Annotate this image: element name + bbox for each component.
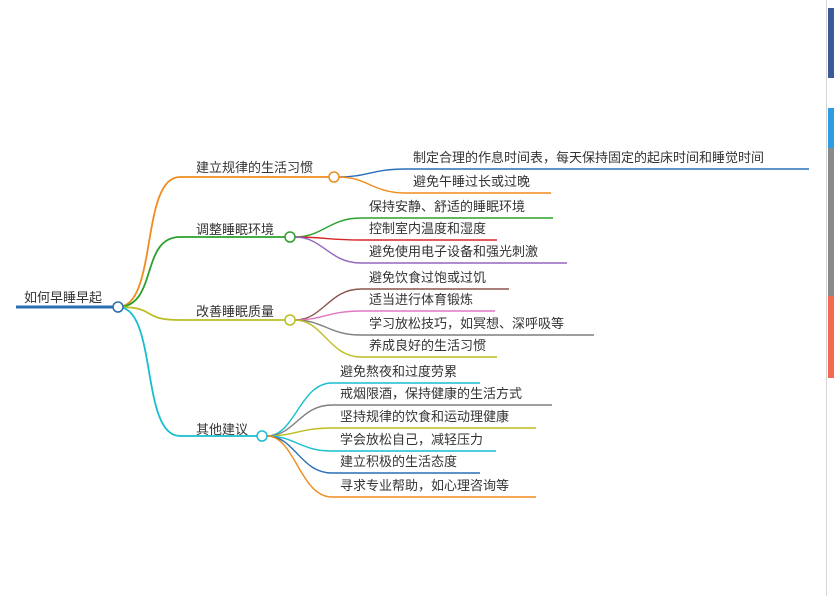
leaf-node-2-2[interactable]: 控制室内温度和湿度 <box>361 221 497 241</box>
edge-segment-1 <box>828 8 834 78</box>
leaf-label-4-1: 避免熬夜和过度劳累 <box>340 364 457 380</box>
link-branch-2-leaf-3 <box>294 236 362 264</box>
leaf-node-4-2[interactable]: 戒烟限酒，保持健康的生活方式 <box>332 386 552 406</box>
branch-label-4: 其他建议 <box>196 423 248 438</box>
link-branch-4-leaf-5 <box>266 435 333 474</box>
branch-collapse-toggle-4[interactable] <box>256 430 268 442</box>
edge-segment-2 <box>828 108 834 148</box>
connector-lines <box>117 168 406 498</box>
root-collapse-toggle[interactable] <box>112 301 124 313</box>
link-branch-2-leaf-1 <box>294 217 362 238</box>
leaf-node-3-4[interactable]: 养成良好的生活习惯 <box>361 338 497 358</box>
branch-node-3[interactable]: 改善睡眠质量 <box>180 304 296 326</box>
branch-label-3: 改善睡眠质量 <box>196 304 274 320</box>
leaf-node-3-3[interactable]: 学习放松技巧，如冥想、深呼吸等 <box>361 316 594 336</box>
link-root-branch-2 <box>117 236 181 308</box>
link-root-branch-1 <box>117 176 181 308</box>
leaf-node-2-3[interactable]: 避免使用电子设备和强光刺激 <box>361 244 567 264</box>
mindmap-nodes: 如何早睡早起 建立规律的生活习惯 制定合理的作息时间表，每天保持固定的起床时间和睡… <box>16 150 809 498</box>
leaf-label-2-3: 避免使用电子设备和强光刺激 <box>369 244 538 260</box>
link-branch-1-leaf-2 <box>338 176 406 194</box>
branch-node-1[interactable]: 建立规律的生活习惯 <box>180 160 340 183</box>
leaf-label-4-3: 坚持规律的饮食和运动理健康 <box>340 409 509 425</box>
leaf-label-1-2: 避免午睡过长或过晚 <box>413 175 530 190</box>
leaf-node-4-3[interactable]: 坚持规律的饮食和运动理健康 <box>332 409 536 429</box>
link-branch-1-leaf-1 <box>338 168 406 178</box>
branch-node-2[interactable]: 调整睡眠环境 <box>180 223 296 243</box>
leaf-node-2-1[interactable]: 保持安静、舒适的睡眠环境 <box>361 199 553 219</box>
edge-segment-4 <box>828 228 834 296</box>
link-root-branch-3 <box>117 306 181 321</box>
leaf-label-1-1: 制定合理的作息时间表，每天保持固定的起床时间和睡觉时间 <box>413 150 764 166</box>
leaf-label-4-5: 建立积极的生活态度 <box>340 454 457 470</box>
link-branch-3-leaf-4 <box>294 319 362 358</box>
branch-collapse-toggle-2[interactable] <box>284 231 296 243</box>
leaf-label-3-2: 适当进行体育锻炼 <box>369 292 473 308</box>
leaf-label-2-2: 控制室内温度和湿度 <box>369 221 486 237</box>
leaf-label-4-2: 戒烟限酒，保持健康的生活方式 <box>340 386 522 402</box>
leaf-label-3-4: 养成良好的生活习惯 <box>369 338 486 354</box>
leaf-node-4-4[interactable]: 学会放松自己，减轻压力 <box>332 432 496 452</box>
leaf-node-3-1[interactable]: 避免饮食过饱或过饥 <box>361 270 509 290</box>
leaf-node-4-5[interactable]: 建立积极的生活态度 <box>332 454 480 474</box>
leaf-label-4-6: 寻求专业帮助，如心理咨询等 <box>340 478 509 494</box>
leaf-label-3-1: 避免饮食过饱或过饥 <box>369 270 486 286</box>
link-branch-4-leaf-1 <box>266 382 333 437</box>
branch-node-4[interactable]: 其他建议 <box>180 423 268 442</box>
leaf-label-2-1: 保持安静、舒适的睡眠环境 <box>369 199 525 215</box>
edge-segment-5 <box>828 296 834 378</box>
root-label: 如何早睡早起 <box>24 290 102 306</box>
branch-collapse-toggle-3[interactable] <box>284 314 296 326</box>
branch-label-1: 建立规律的生活习惯 <box>196 160 313 176</box>
root-node[interactable]: 如何早睡早起 <box>16 290 124 313</box>
right-edge-color-rail <box>826 0 834 596</box>
branch-label-2: 调整睡眠环境 <box>196 223 274 238</box>
leaf-label-4-4: 学会放松自己，减轻压力 <box>340 432 483 448</box>
leaf-label-3-3: 学习放松技巧，如冥想、深呼吸等 <box>369 316 564 332</box>
link-branch-4-leaf-6 <box>266 435 333 498</box>
leaf-node-4-6[interactable]: 寻求专业帮助，如心理咨询等 <box>332 478 536 498</box>
edge-segment-3 <box>828 148 834 228</box>
leaf-node-1-2[interactable]: 避免午睡过长或过晚 <box>405 175 551 194</box>
leaf-node-1-1[interactable]: 制定合理的作息时间表，每天保持固定的起床时间和睡觉时间 <box>405 150 809 170</box>
branch-collapse-toggle-1[interactable] <box>328 171 340 183</box>
link-root-branch-4 <box>117 306 181 437</box>
leaf-node-4-1[interactable]: 避免熬夜和过度劳累 <box>332 364 480 384</box>
leaf-node-3-2[interactable]: 适当进行体育锻炼 <box>361 292 495 312</box>
